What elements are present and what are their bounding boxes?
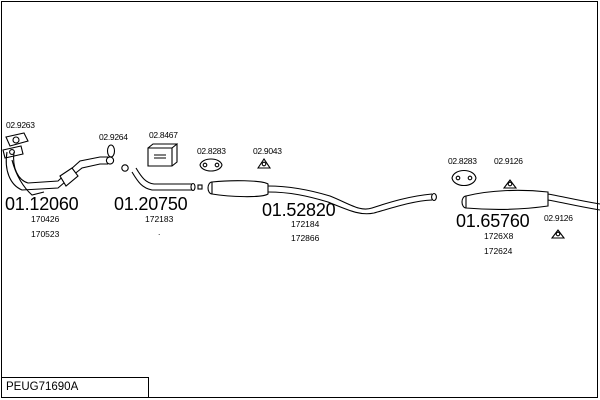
component-ref: 170426 bbox=[31, 214, 60, 224]
hanger-drawing-3 bbox=[451, 169, 477, 187]
centre-silencer bbox=[207, 180, 437, 215]
code-box bbox=[1, 377, 149, 398]
component-number-intermediate-pipe: 01.20750 bbox=[114, 194, 188, 214]
part-ref-hanger-1: 02.8283 bbox=[197, 146, 226, 156]
mounting-kit-box bbox=[147, 142, 178, 167]
part-ref-ring-gasket: 02.9264 bbox=[99, 132, 128, 142]
component-ref: 172866 bbox=[291, 233, 320, 243]
component-ref: 172624 bbox=[484, 246, 513, 256]
component-number-front-pipe: 01.12060 bbox=[5, 194, 79, 214]
component-number-rear-silencer: 01.65760 bbox=[456, 211, 530, 231]
hanger-drawing-4 bbox=[502, 179, 518, 189]
part-ref-mounting-kit: 02.8467 bbox=[149, 130, 178, 140]
diagram-code: PEUG71690A bbox=[6, 381, 79, 393]
part-ref-flange-gasket: 02.9263 bbox=[6, 120, 35, 130]
part-ref-hanger-4: 02.9126 bbox=[494, 156, 523, 166]
part-ref-hanger-5: 02.9126 bbox=[544, 213, 573, 223]
component-ref: 172184 bbox=[291, 219, 320, 229]
intermediate-pipe bbox=[121, 164, 203, 192]
component-ref: 1726X8 bbox=[484, 231, 514, 241]
front-downpipe bbox=[2, 145, 115, 196]
part-ref-hanger-3: 02.8283 bbox=[448, 156, 477, 166]
component-ref: . bbox=[158, 227, 161, 237]
part-ref-hanger-2: 02.9043 bbox=[253, 146, 282, 156]
hanger-drawing-5 bbox=[550, 229, 566, 239]
flange-gasket-drawing bbox=[5, 132, 29, 147]
rear-silencer bbox=[461, 189, 600, 211]
component-ref: 172183 bbox=[145, 214, 174, 224]
ring-gasket-drawing bbox=[106, 144, 116, 158]
hanger-drawing-2 bbox=[256, 158, 272, 169]
hanger-drawing-1 bbox=[199, 158, 223, 172]
component-number-centre-silencer: 01.52820 bbox=[262, 200, 336, 220]
component-ref: 170523 bbox=[31, 229, 60, 239]
